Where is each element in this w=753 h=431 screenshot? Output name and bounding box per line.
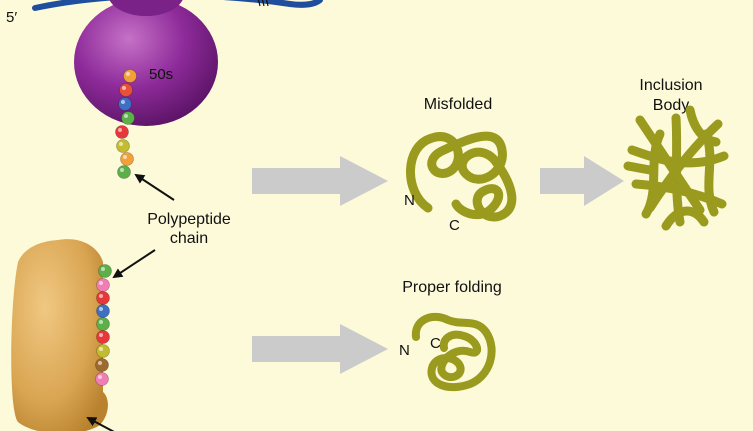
bead-highlight: [99, 307, 103, 311]
mrna-codon-ticks-icon: [257, 0, 269, 7]
bead-highlight: [119, 142, 123, 146]
polypeptide-chain-label-line2: chain: [170, 230, 208, 247]
bead-highlight: [99, 294, 103, 298]
properly-folded-protein: [411, 312, 496, 392]
folded-c-terminus: C: [430, 335, 441, 352]
amino-acid-bead: [123, 69, 137, 83]
bead-highlight: [99, 320, 103, 324]
amino-acid-bead: [115, 125, 129, 139]
amino-acid-bead: [98, 264, 112, 278]
amino-acid-bead: [96, 278, 110, 292]
misfolded-c-terminus: C: [449, 217, 460, 234]
mrna-five-prime-label: 5′: [6, 9, 17, 26]
inclusion-body-label-line1: Inclusion: [639, 77, 702, 94]
bead-highlight: [99, 333, 103, 337]
ribosome-subunit-label: 50s: [149, 66, 173, 83]
ribosome-50s: [74, 0, 218, 126]
bead-highlight: [122, 86, 126, 90]
pointer-arrow-to-ribosome-chain: [134, 173, 175, 201]
bead-highlight: [99, 347, 103, 351]
inclusion-body-label-line2: Body: [653, 97, 689, 114]
pointer-arrow-to-chaperone-chain: [112, 249, 156, 279]
bead-highlight: [118, 128, 122, 132]
process-arrow-to-misfolded: [252, 156, 388, 206]
bead-highlight: [124, 114, 128, 118]
bead-highlight: [126, 72, 130, 76]
bead-highlight: [121, 100, 125, 104]
chaperone-polypeptide-beads: [95, 264, 112, 386]
amino-acid-bead: [95, 358, 109, 372]
amino-acid-bead: [118, 97, 132, 111]
amino-acid-bead: [119, 83, 133, 97]
amino-acid-bead: [96, 317, 110, 331]
amino-acid-bead: [116, 139, 130, 153]
pointer-arrow-to-chaperone: [86, 417, 115, 431]
bead-highlight: [120, 168, 124, 172]
misfolded-n-terminus: N: [404, 192, 415, 209]
amino-acid-bead: [120, 152, 134, 166]
process-arrow-to-inclusion-body: [540, 156, 624, 206]
chaperone-protein: [11, 239, 108, 431]
mrna-strand: [32, 0, 323, 11]
amino-acid-bead: [96, 291, 110, 305]
folded-n-terminus: N: [399, 342, 410, 359]
bead-highlight: [98, 361, 102, 365]
amino-acid-bead: [96, 344, 110, 358]
bead-highlight: [98, 375, 102, 379]
misfolded-label: Misfolded: [424, 96, 492, 113]
bead-highlight: [99, 281, 103, 285]
ribosome-polypeptide-beads: [115, 69, 137, 179]
bead-highlight: [101, 267, 105, 271]
amino-acid-bead: [121, 111, 135, 125]
misfolded-protein: [406, 131, 517, 222]
amino-acid-bead: [96, 330, 110, 344]
inclusion-body-aggregate: [623, 105, 729, 231]
polypeptide-chain-label-line1: Polypeptide: [147, 211, 231, 228]
amino-acid-bead: [96, 304, 110, 318]
amino-acid-bead: [117, 165, 131, 179]
amino-acid-bead: [95, 372, 109, 386]
bead-highlight: [123, 155, 127, 159]
proper-folding-label: Proper folding: [402, 279, 502, 296]
process-arrow-to-proper-folding: [252, 324, 388, 374]
